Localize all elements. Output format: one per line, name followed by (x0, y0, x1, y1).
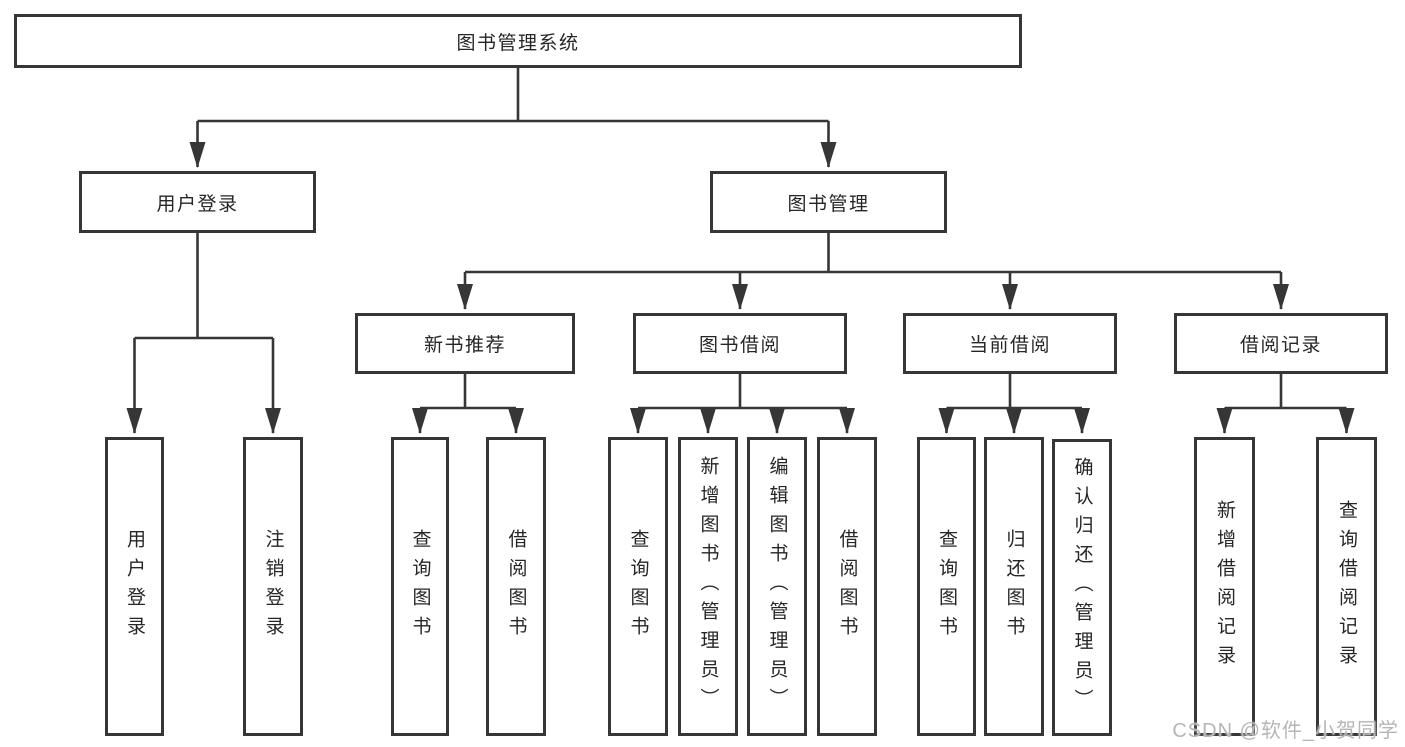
node-label: 用户登录 (124, 528, 145, 645)
node-label: 新增图书（管理员） (697, 456, 719, 717)
node-label: 当前借阅 (968, 335, 1051, 356)
leaf-query-borrow-record: 查询借阅记录 (1316, 437, 1377, 736)
csdn-watermark: CSDN @软件_小贺同学 (1172, 720, 1399, 742)
leaf-confirm-return-admin: 确认归还（管理员） (1052, 439, 1112, 736)
node-user-login: 用户登录 (79, 171, 316, 233)
node-current-borrow: 当前借阅 (903, 313, 1117, 374)
leaf-add-books-admin: 新增图书（管理员） (678, 437, 738, 736)
leaf-query-books-recommend: 查询图书 (391, 437, 449, 736)
node-label: 图书管理 (787, 193, 870, 215)
node-label: 用户登录 (156, 193, 239, 215)
node-label: 编辑图书（管理员） (766, 456, 788, 717)
node-label: 新增借阅记录 (1214, 499, 1235, 674)
node-label: 查询图书 (409, 528, 431, 645)
node-label: 借阅记录 (1239, 335, 1322, 356)
node-label: 新书推荐 (423, 335, 506, 356)
node-label: 注销登录 (262, 528, 284, 645)
leaf-logout-login: 注销登录 (243, 437, 303, 736)
leaf-add-borrow-record: 新增借阅记录 (1194, 437, 1255, 736)
node-new-book-recommend: 新书推荐 (355, 313, 575, 374)
node-borrow-records: 借阅记录 (1174, 313, 1388, 374)
node-label: 图书借阅 (698, 335, 781, 356)
node-label: 图书管理系统 (456, 32, 580, 54)
leaf-edit-books-admin: 编辑图书（管理员） (747, 437, 807, 736)
node-label: 查询图书 (936, 528, 957, 645)
node-label: 查询借阅记录 (1336, 499, 1357, 674)
node-book-management: 图书管理 (710, 171, 947, 233)
leaf-query-books-borrow: 查询图书 (608, 437, 668, 736)
node-label: 借阅图书 (505, 528, 527, 645)
node-label: 归还图书 (1003, 528, 1025, 645)
leaf-query-books-current: 查询图书 (917, 437, 976, 736)
node-book-borrow: 图书借阅 (633, 313, 847, 374)
node-label: 确认归还（管理员） (1071, 457, 1093, 718)
leaf-borrow-books-recommend: 借阅图书 (486, 437, 546, 736)
leaf-user-login: 用户登录 (105, 437, 164, 736)
node-label: 借阅图书 (836, 528, 858, 645)
node-label: 查询图书 (627, 528, 649, 645)
leaf-return-books: 归还图书 (984, 437, 1044, 736)
node-library-management-system: 图书管理系统 (14, 14, 1022, 68)
leaf-borrow-books: 借阅图书 (817, 437, 877, 736)
